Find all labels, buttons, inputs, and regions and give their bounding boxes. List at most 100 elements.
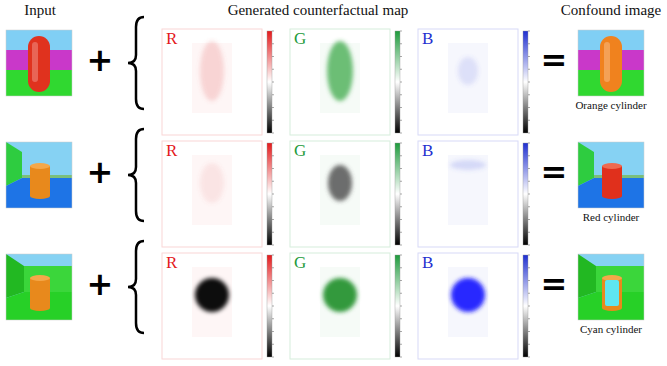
colorbar-tick	[272, 245, 274, 246]
map-ground	[290, 141, 390, 247]
image-border	[6, 254, 72, 320]
colorbar-tick	[400, 219, 402, 220]
colorbar-tick	[400, 168, 402, 169]
map-blob	[450, 160, 486, 170]
map-blob	[458, 57, 478, 85]
colorbar-tick	[272, 194, 274, 195]
colorbar-tick	[400, 245, 402, 246]
cylinder	[30, 275, 50, 281]
colorbar-tick	[272, 69, 274, 70]
colorbar-tick	[528, 293, 530, 294]
wall	[578, 254, 596, 298]
colorbar-tick	[400, 280, 402, 281]
colorbar	[523, 255, 528, 357]
wall	[6, 254, 24, 298]
colorbar-tick	[272, 219, 274, 220]
highlight	[604, 42, 610, 82]
colorbar-tick	[528, 206, 530, 207]
image-border	[6, 142, 72, 208]
cylinder	[30, 278, 50, 308]
map-blob	[200, 163, 224, 203]
map-ground	[162, 253, 262, 359]
colorbar-tick	[272, 82, 274, 83]
colorbar-tick	[528, 155, 530, 156]
counterfactual-map	[290, 29, 402, 135]
colorbar	[523, 143, 528, 245]
sky	[578, 254, 644, 320]
channel-label: R	[166, 254, 177, 273]
image-caption: Orange cylinder	[575, 99, 646, 111]
colorbar-tick	[272, 43, 274, 44]
operator-symbol: =	[541, 267, 568, 302]
counterfactual-map	[162, 141, 274, 247]
map-blob	[327, 41, 353, 101]
colorbar-tick	[528, 357, 530, 358]
colorbar-tick	[272, 94, 274, 95]
operator-symbol: +	[87, 43, 114, 78]
colorbar-tick	[528, 194, 530, 195]
map-noise	[320, 267, 360, 337]
map-ground	[162, 29, 262, 135]
map-noise	[320, 155, 360, 225]
colorbar-tick	[400, 120, 402, 121]
cylinder	[602, 166, 622, 196]
colorbar-tick	[272, 293, 274, 294]
column-header: Confound image	[561, 2, 661, 19]
colorbar-tick	[400, 331, 402, 332]
counterfactual-map	[162, 253, 274, 359]
colorbar-tick	[272, 357, 274, 358]
map-ground	[290, 29, 390, 135]
colorbar	[267, 143, 272, 245]
colorbar-tick	[272, 232, 274, 233]
colorbar-tick	[272, 107, 274, 108]
colorbar-tick	[528, 120, 530, 121]
colorbar-tick	[528, 331, 530, 332]
colorbar-tick	[528, 255, 530, 256]
cylinder	[600, 36, 622, 92]
colorbar-tick	[528, 181, 530, 182]
colorbar-tick	[272, 56, 274, 57]
cylinder	[30, 166, 50, 196]
operator-symbol: =	[541, 155, 568, 190]
cylinder	[30, 163, 50, 169]
colorbar-tick	[272, 168, 274, 169]
cylinder	[602, 163, 622, 169]
cylinder	[605, 280, 619, 306]
colorbar-tick	[528, 168, 530, 169]
colorbar-tick	[400, 43, 402, 44]
map-blob	[328, 165, 352, 201]
colorbar-tick	[528, 344, 530, 345]
colorbar-tick	[400, 267, 402, 268]
cylinder	[28, 36, 50, 92]
colorbar-tick	[528, 31, 530, 32]
colorbar-tick	[272, 143, 274, 144]
column-header: Input	[24, 2, 56, 19]
colorbar-tick	[528, 306, 530, 307]
brace	[128, 129, 144, 221]
scene-image	[6, 30, 72, 96]
counterfactual-map	[162, 29, 274, 135]
colorbar-tick	[272, 318, 274, 319]
colorbar-tick	[272, 206, 274, 207]
map-noise	[192, 155, 232, 225]
colorbar-tick	[400, 293, 402, 294]
colorbar-tick	[528, 280, 530, 281]
map-noise	[448, 155, 488, 225]
colorbar-tick	[400, 133, 402, 134]
sky	[578, 30, 644, 96]
colorbar-tick	[528, 267, 530, 268]
image-border	[578, 254, 644, 320]
colorbar-tick	[528, 245, 530, 246]
colorbar	[395, 143, 400, 245]
colorbar-tick	[272, 280, 274, 281]
map-noise	[448, 267, 488, 337]
colorbar-tick	[400, 143, 402, 144]
colorbar-tick	[272, 344, 274, 345]
colorbar-tick	[272, 31, 274, 32]
colorbar	[395, 31, 400, 133]
colorbar-tick	[272, 306, 274, 307]
map-ground	[418, 29, 518, 135]
colorbar-tick	[400, 107, 402, 108]
operator-symbol: +	[87, 155, 114, 190]
